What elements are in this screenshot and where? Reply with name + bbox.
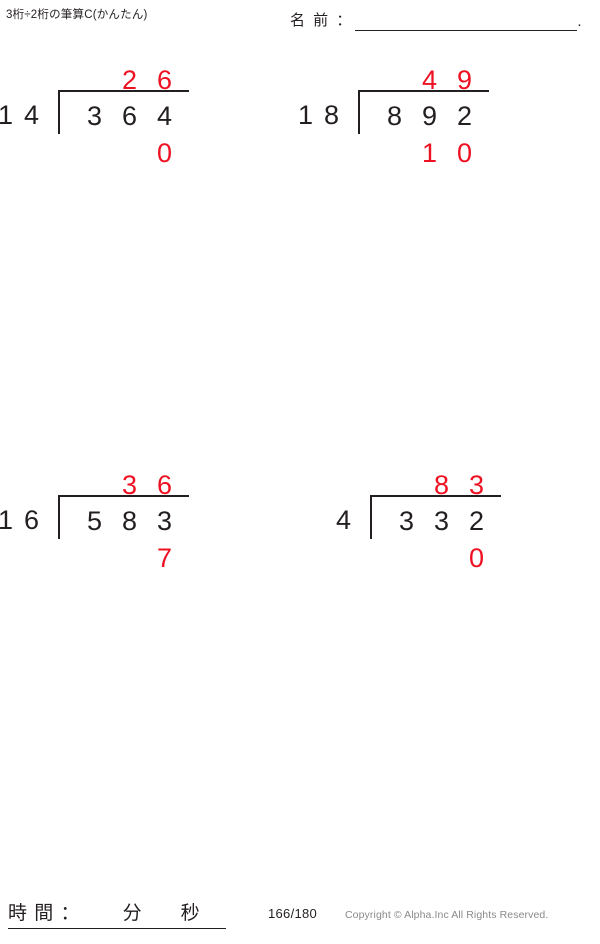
divisor-1: 14 bbox=[0, 100, 50, 130]
copyright-notice: Copyright © Alpha.Inc All Rights Reserve… bbox=[345, 909, 549, 921]
time-minute-unit: 分 bbox=[122, 903, 143, 924]
name-field: 名 前 ： . bbox=[290, 9, 582, 31]
remainder-digit: 0 bbox=[156, 138, 173, 168]
page-number: 166/180 bbox=[268, 906, 318, 921]
dividend-digit: 8 bbox=[121, 506, 138, 536]
dividend-digit: 3 bbox=[86, 101, 103, 131]
name-label: 名 前 ： bbox=[290, 12, 354, 29]
quotient-digit: 6 bbox=[156, 470, 173, 500]
remainder-1: 0 bbox=[62, 135, 182, 171]
quotient-digit: 6 bbox=[156, 65, 173, 95]
remainder-3: 7 bbox=[62, 540, 182, 576]
division-bracket-2 bbox=[358, 90, 489, 134]
page-title: 3桁÷2桁の筆算C(かんたん) bbox=[6, 9, 148, 21]
name-input-blank[interactable] bbox=[355, 11, 578, 31]
divisor-2: 18 bbox=[297, 100, 350, 130]
division-bracket-4 bbox=[370, 495, 501, 539]
division-bracket-3 bbox=[58, 495, 189, 539]
quotient-digit: 2 bbox=[121, 65, 138, 95]
quotient-digit: 4 bbox=[421, 65, 438, 95]
dividend-digit: 2 bbox=[468, 506, 485, 536]
dividend-digit: 5 bbox=[86, 506, 103, 536]
name-trailing-dot: . bbox=[577, 13, 582, 30]
time-field[interactable]: 時 間 ： 分 秒 bbox=[8, 898, 226, 929]
remainder-digit: 0 bbox=[468, 543, 485, 573]
worksheet-header: 3桁÷2桁の筆算C(かんたん) 名 前 ： . bbox=[0, 0, 600, 48]
quotient-digit: 3 bbox=[468, 470, 485, 500]
dividend-digit: 4 bbox=[156, 101, 173, 131]
divisor-4: 4 bbox=[335, 505, 362, 535]
time-second-unit: 秒 bbox=[180, 903, 201, 924]
quotient-digit: 3 bbox=[121, 470, 138, 500]
remainder-digit: 1 bbox=[421, 138, 438, 168]
dividend-digit: 2 bbox=[456, 101, 473, 131]
dividend-digit: 9 bbox=[421, 101, 438, 131]
time-label: 時 間 ： bbox=[8, 903, 81, 924]
worksheet-footer: 時 間 ： 分 秒 166/180 Copyright © Alpha.Inc Al… bbox=[0, 896, 600, 944]
quotient-digit: 9 bbox=[456, 65, 473, 95]
dividend-digit: 3 bbox=[156, 506, 173, 536]
quotient-digit: 8 bbox=[433, 470, 450, 500]
dividend-digit: 6 bbox=[121, 101, 138, 131]
divisor-3: 16 bbox=[0, 505, 50, 535]
dividend-digit: 8 bbox=[386, 101, 403, 131]
remainder-4: 0 bbox=[374, 540, 494, 576]
division-bracket-1 bbox=[58, 90, 189, 134]
dividend-digit: 3 bbox=[398, 506, 415, 536]
remainder-digit: 7 bbox=[156, 543, 173, 573]
remainder-digit: 0 bbox=[456, 138, 473, 168]
dividend-digit: 3 bbox=[433, 506, 450, 536]
